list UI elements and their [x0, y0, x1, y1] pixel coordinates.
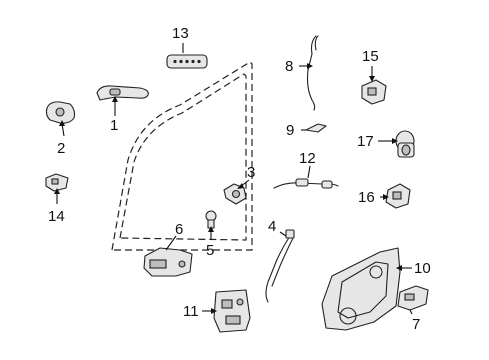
door-outline: [111, 61, 253, 251]
callout-3: 3: [247, 164, 255, 181]
part-7-switch: [397, 285, 429, 311]
part-9-clip: [305, 123, 327, 133]
callout-11: 11: [183, 303, 199, 320]
part-13-keypad: [166, 54, 208, 69]
part-15-actuator: [361, 79, 387, 105]
part-10-regulator: [321, 247, 401, 331]
callout-14: 14: [48, 208, 65, 225]
leader-lines: [54, 43, 413, 315]
callout-13: 13: [172, 25, 189, 42]
callout-6: 6: [175, 221, 183, 238]
callout-8: 8: [285, 58, 293, 75]
part-11-latch: [213, 289, 251, 333]
callout-16: 16: [358, 189, 375, 206]
part-17-grommet: [395, 130, 415, 158]
callout-2: 2: [57, 140, 65, 157]
callout-5: 5: [206, 242, 214, 259]
callout-12: 12: [299, 150, 316, 167]
part-1-outside-handle: [96, 85, 149, 101]
callout-17: 17: [357, 133, 374, 150]
part-8-rod: [306, 35, 319, 111]
part-4-cable: [265, 229, 295, 303]
callout-4: 4: [268, 218, 276, 235]
part-16-actuator: [385, 183, 411, 209]
part-2-lock-cylinder: [45, 101, 76, 124]
callout-labels: 13 1 2 14 8 9 15 17 12 16 3 5 6 4 10 11 …: [48, 25, 431, 333]
part-3-clip: [223, 183, 247, 205]
part-12-cable: [273, 178, 339, 189]
callout-10: 10: [414, 260, 431, 277]
callout-9: 9: [286, 122, 294, 139]
part-6-hinge: [143, 247, 193, 277]
callout-15: 15: [362, 48, 379, 65]
callout-7: 7: [412, 316, 420, 333]
callout-1: 1: [110, 117, 118, 134]
part-5-bolt: [205, 210, 217, 229]
part-14-clip: [45, 173, 69, 192]
